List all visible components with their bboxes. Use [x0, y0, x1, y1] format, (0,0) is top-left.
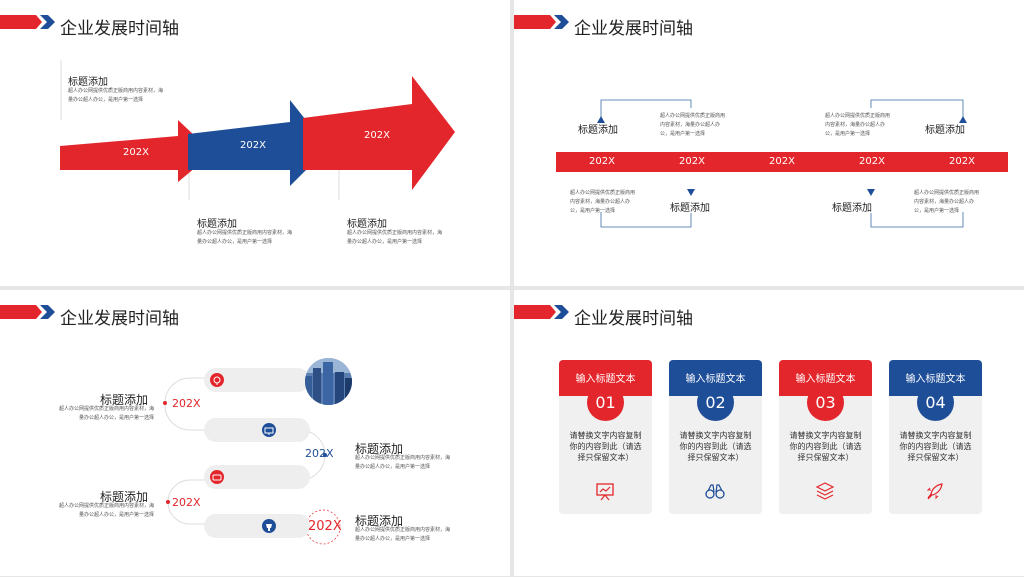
pill-4 — [204, 514, 310, 538]
item-3-text: 超人办公网提供优质正版商用内容素材，海量办公超人办公，是用户第一选择 — [58, 503, 154, 518]
bottom-2-heading: 标题添加 — [832, 203, 872, 214]
card-3-text: 请替换文字内容复制你的内容到此（请选择只保留文本） — [789, 431, 862, 462]
arrow-chart — [60, 60, 455, 200]
block-1-heading: 标题添加 — [68, 77, 108, 88]
card-4-title: 输入标题文本 — [905, 374, 966, 385]
card-2-number: 02 — [697, 384, 734, 421]
slide-title: 企业发展时间轴 — [60, 19, 179, 39]
arrow-2 — [188, 100, 328, 186]
slide-title: 企业发展时间轴 — [574, 309, 693, 329]
arrow-1-year: 202X — [123, 147, 149, 158]
header-chevron-icon — [0, 15, 55, 29]
item-1-year: 202X — [172, 397, 201, 410]
bottom-1-text: 超人办公网提供优质正版商用内容素材，海量办公超人办公，是用户第一选择 — [570, 190, 636, 214]
arrow-3 — [303, 76, 455, 190]
card-3[interactable]: 03 输入标题文本 请替换文字内容复制你的内容到此（请选择只保留文本） — [779, 360, 872, 514]
bottom-2-text: 超人办公网提供优质正版商用内容素材，海量办公超人办公，是用户第一选择 — [914, 190, 980, 214]
card-2-title: 输入标题文本 — [685, 374, 746, 385]
year-3: 202X — [769, 156, 795, 167]
arrow-3-year: 202X — [364, 130, 390, 141]
year-5: 202X — [949, 156, 975, 167]
top-1-heading: 标题添加 — [578, 125, 618, 136]
block-1-text: 超人办公网提供优质正版商用内容素材，海量办公超人办公，是用户第一选择 — [68, 88, 164, 103]
bottom-1-heading: 标题添加 — [670, 203, 710, 214]
connector-lines — [597, 99, 967, 228]
pill-2 — [204, 418, 310, 442]
item-3-heading: 标题添加 — [100, 490, 149, 504]
year-2: 202X — [679, 156, 705, 167]
item-4-text: 超人办公网提供优质正版商用内容素材，海量办公超人办公，是用户第一选择 — [355, 527, 451, 542]
item-2-year: 202X — [305, 447, 334, 460]
slide-arrow-timeline[interactable]: 企业发展时间轴 202X 202X 202X 标题添加 超人办公网提供优质正版商… — [0, 0, 510, 286]
item-4-heading: 标题添加 — [355, 514, 404, 528]
presentation-board-icon — [596, 483, 614, 501]
card-4-number: 04 — [917, 384, 954, 421]
header-chevron-icon — [514, 15, 569, 29]
arrow-2-year: 202X — [240, 140, 266, 151]
rocket-icon — [926, 483, 943, 500]
card-1[interactable]: 01 输入标题文本 请替换文字内容复制你的内容到此（请选择只保留文本） — [559, 360, 652, 514]
slide-title: 企业发展时间轴 — [60, 309, 179, 329]
block-3-heading: 标题添加 — [347, 219, 387, 230]
top-2-heading: 标题添加 — [925, 125, 965, 136]
item-1-heading: 标题添加 — [100, 393, 149, 407]
layers-icon — [815, 482, 835, 500]
header-chevron-icon — [514, 305, 569, 319]
top-1-text: 超人办公网提供优质正版商用内容素材，海量办公超人办公，是用户第一选择 — [660, 113, 726, 137]
item-2-heading: 标题添加 — [355, 442, 404, 456]
card-1-title: 输入标题文本 — [575, 374, 636, 385]
item-2-text: 超人办公网提供优质正版商用内容素材，海量办公超人办公，是用户第一选择 — [355, 455, 451, 470]
year-1: 202X — [589, 156, 615, 167]
card-2[interactable]: 02 输入标题文本 请替换文字内容复制你的内容到此（请选择只保留文本） — [669, 360, 762, 514]
year-4: 202X — [859, 156, 885, 167]
monitor-icon — [262, 423, 276, 437]
item-1-text: 超人办公网提供优质正版商用内容素材，海量办公超人办公，是用户第一选择 — [58, 406, 154, 421]
slide-bar-timeline[interactable]: 企业发展时间轴 202X 202X 202X 202X 202X 标题添加 超人… — [514, 0, 1024, 286]
city-buildings-photo — [305, 358, 352, 405]
card-2-text: 请替换文字内容复制你的内容到此（请选择只保留文本） — [679, 431, 752, 462]
item-3-year: 202X — [172, 496, 201, 509]
binoculars-icon — [705, 484, 725, 499]
slide-title: 企业发展时间轴 — [574, 19, 693, 39]
chat-bubble-icon — [210, 470, 224, 484]
block-2-heading: 标题添加 — [197, 219, 237, 230]
top-2-text: 超人办公网提供优质正版商用内容素材，海量办公超人办公，是用户第一选择 — [825, 113, 891, 137]
block-2-text: 超人办公网提供优质正版商用内容素材，海量办公超人办公，是用户第一选择 — [197, 230, 293, 245]
card-3-title: 输入标题文本 — [795, 374, 856, 385]
card-3-number: 03 — [807, 384, 844, 421]
card-4[interactable]: 04 输入标题文本 请替换文字内容复制你的内容到此（请选择只保留文本） — [889, 360, 982, 514]
location-pin-icon — [210, 373, 224, 387]
block-3-text: 超人办公网提供优质正版商用内容素材，海量办公超人办公，是用户第一选择 — [347, 230, 443, 245]
header-chevron-icon — [0, 305, 55, 319]
card-1-number: 01 — [587, 384, 624, 421]
item-4-year: 202X — [308, 519, 342, 534]
arrow-1 — [60, 120, 213, 182]
slide-snake-timeline[interactable]: 企业发展时间轴 202X 标题添加 超人办公网提供优质正版商用内 — [0, 290, 510, 576]
slide-card-timeline[interactable]: 企业发展时间轴 01 输入标题文本 请替换文字内容复制你的内容到此（请选择只保留… — [514, 290, 1024, 576]
card-1-text: 请替换文字内容复制你的内容到此（请选择只保留文本） — [569, 431, 642, 462]
card-4-text: 请替换文字内容复制你的内容到此（请选择只保留文本） — [899, 431, 972, 462]
trophy-icon — [262, 519, 276, 533]
timeline-bar: 202X 202X 202X 202X 202X — [556, 152, 1008, 172]
